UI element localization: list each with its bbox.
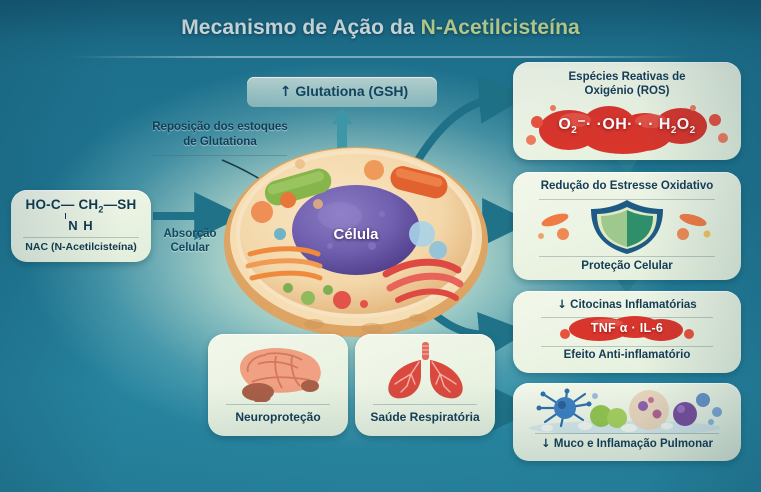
cytokine-markers-text: TNF α · IL-6 <box>590 321 664 335</box>
lungs-icon <box>388 342 463 399</box>
ros-title: Espécies Reativas de Oxigénio (ROS) <box>513 62 741 98</box>
pulmonary-label: ↓ Muco e Inflamação Pulmonar <box>513 436 741 452</box>
down-arrow-icon: ↓ <box>557 297 567 311</box>
glutathione-note-line1: Reposição dos estoques <box>152 121 288 133</box>
ros-title-line1: Espécies Reativas de <box>568 71 686 83</box>
brain-icon <box>240 348 321 402</box>
cell-illustration: Célula <box>222 142 490 338</box>
pulmonary-label-text: Muco e Inflamação Pulmonar <box>553 438 713 450</box>
ros-cloud-icon <box>526 105 728 154</box>
cytokine-blob-icon <box>560 316 694 341</box>
arrow-cell-to-ros <box>414 75 529 163</box>
glutathione-note-underline <box>153 155 287 156</box>
ros-formula-c-sub: 2 <box>670 125 677 137</box>
nac-formula-a: HO-C <box>25 197 61 212</box>
absorption-label: Absorção Celular <box>152 228 228 256</box>
up-arrow-icon: ↑ <box>279 84 292 100</box>
oxidative-title: Redução do Estresse Oxidativo <box>540 180 714 192</box>
ros-title-line2: Oxigénio (ROS) <box>584 84 670 97</box>
title-underline <box>70 56 690 58</box>
oxidative-subtitle: Proteção Celular <box>581 260 673 272</box>
oxidative-divider-top <box>539 198 715 200</box>
ros-formula-b: ⁻· ·OH· · · H <box>577 116 671 133</box>
title-highlight: N-Acetilcisteína <box>420 16 580 39</box>
nac-formula-b: — CH <box>60 197 99 212</box>
arrow-ros-to-oxidative <box>615 158 639 176</box>
cytokines-subtitle: Efeito Anti-inflamatório <box>563 349 691 361</box>
cell-label: Célula <box>333 226 379 243</box>
respiratory-label: Saúde Respiratória <box>370 410 480 424</box>
title-prefix: Mecanismo de Ação da <box>181 16 421 39</box>
cell-graphic <box>224 147 488 337</box>
respiratory-divider <box>373 404 477 405</box>
immune-cells-icon <box>529 388 722 434</box>
nac-name-label: NAC (N-Acetilcisteína) <box>25 240 137 253</box>
nac-formula-c: —SH <box>103 197 137 212</box>
cytokines-title: ↓ Citocinas Inflamatórias <box>513 291 741 313</box>
ros-formula-d: O <box>676 116 690 133</box>
oxidative-stress-card: Redução do Estresse Oxidativo Proteção C… <box>513 172 741 280</box>
neutralized-radicals-icon <box>538 213 711 240</box>
neuroprotection-divider <box>226 404 330 405</box>
glutathione-label-text: Glutationa (GSH) <box>295 83 409 99</box>
absorption-line1: Absorção <box>163 228 217 240</box>
neuroprotection-label: Neuroproteção <box>235 410 321 424</box>
ros-formula-e-sub: 2 <box>689 125 696 137</box>
nac-card-divider <box>23 236 139 238</box>
cytokines-card: ↓ Citocinas Inflamatórias TNF α · IL-6 E… <box>513 291 741 373</box>
glutathione-panel-rule <box>252 76 432 77</box>
nac-formula-sub: 2 <box>98 204 104 215</box>
glutathione-panel <box>247 77 437 107</box>
arrow-oxidative-to-cytokines <box>615 277 639 294</box>
pulmonary-divider <box>535 433 719 434</box>
nac-molecule-card: HO-C— CH2—SH N H NAC (N-Acetilcisteína) <box>11 190 151 262</box>
cytokines-divider-bottom <box>541 346 713 347</box>
ros-formula: O2⁻· ·OH· · · H2O2 <box>513 114 741 136</box>
nac-formula-line: HO-C— CH2—SH <box>11 197 151 215</box>
respiratory-health-card: Saúde Respiratória <box>355 334 495 436</box>
page-title: Mecanismo de Ação da N-Acetilcisteína <box>181 16 580 40</box>
pulmonary-card: ↓ Muco e Inflamação Pulmonar <box>513 383 741 461</box>
cytokine-markers: TNF α · IL-6 <box>513 319 741 337</box>
cytokines-title-text: Citocinas Inflamatórias <box>570 299 697 311</box>
ros-formula-a-sub: 2 <box>571 125 578 137</box>
glutathione-note-line2: de Glutationa <box>183 135 257 148</box>
title-bar: Mecanismo de Ação da N-Acetilcisteína <box>0 0 761 56</box>
glutathione-label: ↑ Glutationa (GSH) <box>255 83 433 100</box>
ros-formula-a: O <box>558 116 572 133</box>
absorption-line2: Celular <box>170 241 210 254</box>
oxidative-divider-bottom <box>539 256 715 257</box>
glutathione-note: Reposição dos estoques de Glutationa <box>147 120 293 149</box>
nac-bond-line <box>64 212 66 219</box>
nac-amine-group: N H <box>68 217 94 233</box>
ros-card: Espécies Reativas de Oxigénio (ROS) O2⁻·… <box>513 62 741 160</box>
neuroprotection-card: Neuroproteção <box>208 334 348 436</box>
down-arrow-icon: ↓ <box>541 436 551 450</box>
shield-icon <box>591 200 663 254</box>
